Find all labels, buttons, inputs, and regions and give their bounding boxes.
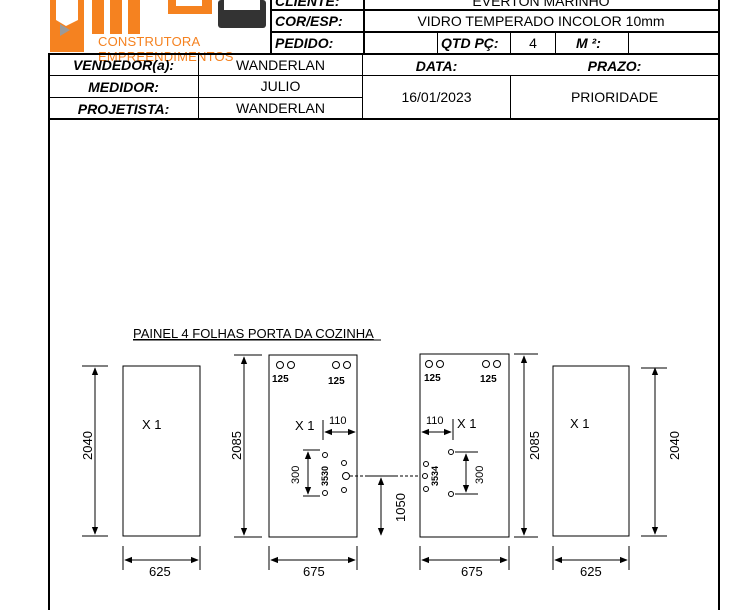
panel-3-qty: X 1	[457, 416, 477, 431]
panel-2-width: 675	[303, 564, 325, 579]
panel-1-width: 625	[149, 564, 171, 579]
logo-text: CONSTRUTORA EMPREENDIMENTOS	[98, 34, 234, 64]
cliente-label: CLIENTE:	[275, 0, 340, 9]
panel-2-handle-height: 300	[290, 466, 302, 484]
m2-label: M ²:	[576, 35, 601, 51]
data-label: DATA:	[415, 58, 458, 74]
date-value: 16/01/2023	[401, 89, 472, 105]
qtd-value: 4	[529, 35, 537, 51]
cor-esp-value: VIDRO TEMPERADO INCOLOR 10mm	[417, 13, 665, 29]
panel-2-handle-spacing: 3530	[320, 466, 330, 486]
panel-2-floor-height: 1050	[393, 493, 408, 522]
panel-1-height: 2040	[80, 431, 95, 460]
panel-4: 2040 X 1 625	[552, 365, 682, 579]
panel-2-qty: X 1	[295, 418, 315, 433]
panel-1-qty: X 1	[142, 417, 162, 432]
projetista-label: PROJETISTA:	[77, 101, 170, 117]
qtd-label: QTD PÇ:	[441, 35, 499, 51]
panel-2-hole-left: 125	[272, 374, 289, 385]
cliente-value: EVERTON MARINHO	[472, 0, 610, 9]
medidor-value: JULIO	[260, 78, 301, 94]
cor-esp-label: COR/ESP:	[275, 13, 343, 29]
panel-2-offset: 110	[329, 415, 347, 427]
panel-1: 2040 X 1 625	[80, 365, 201, 579]
panel-4-height: 2040	[667, 431, 682, 460]
vendedor-value: WANDERLAN	[236, 57, 325, 73]
panel-2: 2085 125 125 X 1 110 300 3530 1050	[229, 354, 420, 579]
drawing-title: PAINEL 4 FOLHAS PORTA DA COZINHA	[133, 326, 374, 341]
pedido-label: PEDIDO:	[275, 35, 334, 51]
panel-4-width: 625	[580, 564, 602, 579]
panel-3-handle-spacing: 3534	[430, 466, 440, 486]
vendedor-label: VENDEDOR(a):	[72, 57, 175, 73]
panel-3-handle-height: 300	[474, 466, 486, 484]
panel-3-offset: 110	[426, 415, 444, 427]
panel-2-hole-right: 125	[328, 376, 345, 387]
panel-3-height: 2085	[527, 431, 542, 460]
medidor-label: MEDIDOR:	[88, 79, 159, 95]
logo-graphic	[50, 0, 266, 52]
panel-3-hole-right: 125	[480, 374, 497, 385]
prioridade-value: PRIORIDADE	[570, 89, 659, 105]
panel-4-qty: X 1	[570, 416, 590, 431]
company-logo: CONSTRUTORA EMPREENDIMENTOS	[48, 0, 270, 64]
prazo-label: PRAZO:	[587, 58, 642, 74]
panel-2-height: 2085	[229, 431, 244, 460]
panel-3: 2085 125 125 X 1 110 3534 300 675	[419, 353, 542, 579]
projetista-value: WANDERLAN	[236, 100, 325, 116]
panel-3-hole-left: 125	[424, 373, 441, 384]
panel-3-width: 675	[461, 564, 483, 579]
